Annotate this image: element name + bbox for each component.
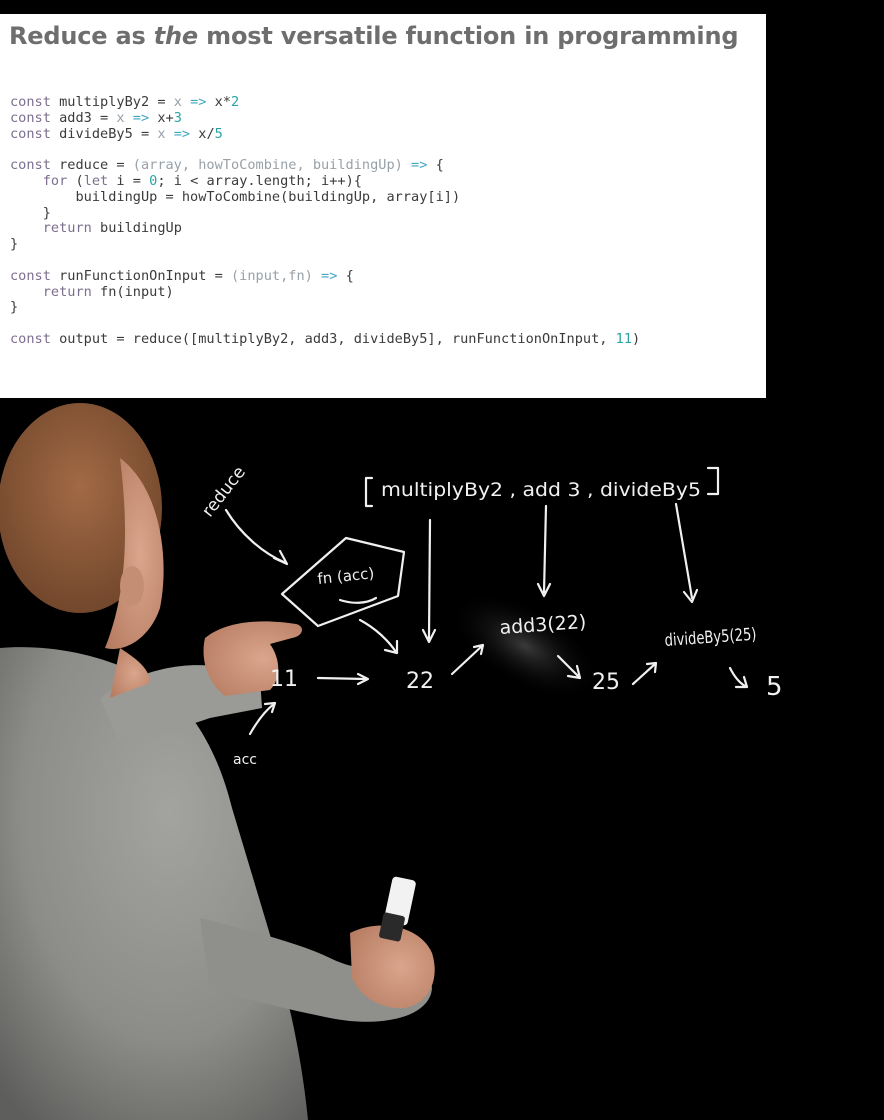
presenter-marker-hand: [350, 925, 435, 1009]
presenter-head: [0, 403, 162, 613]
presenter-ear: [120, 566, 144, 606]
presenter-pointing-hand: [203, 621, 302, 696]
chalkboard: reduce multiplyBy2 , add 3 , divideBy5 f…: [0, 398, 884, 1120]
chalkboard-drawing: reduce multiplyBy2 , add 3 , divideBy5 f…: [0, 403, 783, 1120]
presenter-face: [105, 458, 164, 649]
marker-body: [384, 876, 416, 926]
code-line: const divideBy5 = x => x/5: [10, 125, 223, 142]
arrow-25-to-divide: [631, 661, 658, 686]
code-slide: Reduce as the most versatile function in…: [0, 14, 766, 398]
code-line: for (let i = 0; i < array.length; i++){: [42, 172, 362, 189]
arrow-add3-down: [536, 504, 552, 598]
array-bracket-left: [364, 476, 374, 508]
reduce-label: reduce: [198, 463, 250, 521]
code-line: const output = reduce([multiplyBy2, add3…: [10, 330, 641, 347]
arrow-multiply-down: [421, 518, 437, 644]
arrow-11-to-22: [316, 672, 370, 686]
code-line: return fn(input): [42, 283, 174, 300]
arrow-reduce-to-fn: [224, 508, 289, 566]
value-22: 22: [406, 669, 434, 694]
code-line: const reduce = (array, howToCombine, bui…: [10, 157, 444, 174]
acc-label: acc: [233, 752, 257, 768]
arrow-add3-to-25: [556, 654, 582, 680]
presenter-shirt: [0, 647, 308, 1120]
code-line: const runFunctionOnInput = (input,fn) =>…: [10, 267, 354, 284]
fn-underline: [338, 596, 378, 604]
arrow-22-to-add3: [450, 643, 485, 676]
presenter: [0, 403, 435, 1120]
code-line: }: [10, 204, 51, 221]
code-line: return buildingUp: [42, 220, 182, 237]
array-bracket-right: [706, 466, 720, 496]
title-suffix: most versatile function in programming: [197, 22, 739, 50]
title-emphasis: the: [153, 22, 198, 50]
code-line: }: [10, 299, 19, 316]
value-5: 5: [766, 672, 783, 702]
code-line: const multiplyBy2 = x => x*2: [10, 94, 240, 110]
chalk-smudge: [448, 591, 602, 701]
arrow-acc-to-11: [248, 701, 277, 736]
fn-acc-label: fn (acc): [317, 564, 376, 588]
presenter-neck: [110, 648, 150, 698]
code-line: }: [10, 236, 19, 253]
code-line: const add3 = x => x+3: [10, 109, 182, 126]
title-prefix: Reduce as: [9, 22, 154, 50]
pentagon-shape: [280, 536, 406, 628]
code-line: buildingUp = howToCombine(buildingUp, ar…: [10, 188, 461, 205]
array-items-label: multiplyBy2 , add 3 , divideBy5: [381, 479, 701, 501]
divide-call-label: divideBy5(25): [664, 625, 757, 651]
value-25: 25: [592, 670, 620, 695]
marker-grip: [379, 912, 405, 942]
arrow-divide-down: [674, 502, 699, 604]
arrow-divide-to-5: [728, 666, 749, 689]
arrow-fn-to-22: [358, 618, 399, 655]
value-11: 11: [270, 667, 298, 692]
slide-title: Reduce as the most versatile function in…: [9, 22, 739, 50]
